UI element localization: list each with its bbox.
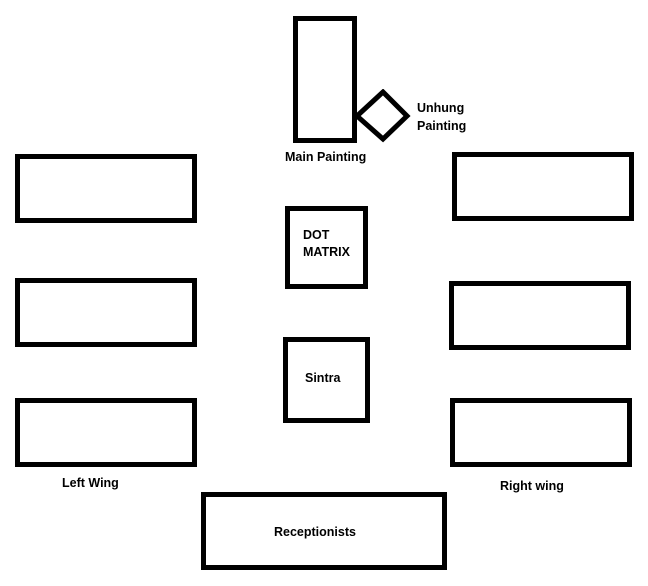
left-wing-desk-3: [15, 398, 197, 467]
dot-matrix-label-line2: MATRIX: [303, 245, 350, 259]
left-wing-desk-2: [15, 278, 197, 347]
unhung-painting-label-line1: Unhung: [417, 101, 465, 115]
unhung-painting-label-line2: Painting: [417, 119, 467, 133]
right-wing-label: Right wing: [500, 479, 564, 493]
left-wing-desk-1: [15, 154, 197, 223]
receptionists-label: Receptionists: [274, 525, 356, 539]
main-painting-box: [293, 16, 357, 143]
sintra-box: Sintra: [283, 337, 370, 423]
sintra-label: Sintra: [305, 371, 341, 385]
unhung-painting-diamond: [353, 89, 411, 143]
right-wing-desk-2: [449, 281, 631, 350]
left-wing-label: Left Wing: [62, 476, 119, 490]
main-painting-label: Main Painting: [285, 150, 367, 164]
right-wing-desk-1: [452, 152, 634, 221]
receptionists-box: Receptionists: [201, 492, 447, 570]
dot-matrix-label-line1: DOT: [303, 228, 330, 242]
dot-matrix-box: DOT MATRIX: [285, 206, 368, 289]
right-wing-desk-3: [450, 398, 632, 467]
